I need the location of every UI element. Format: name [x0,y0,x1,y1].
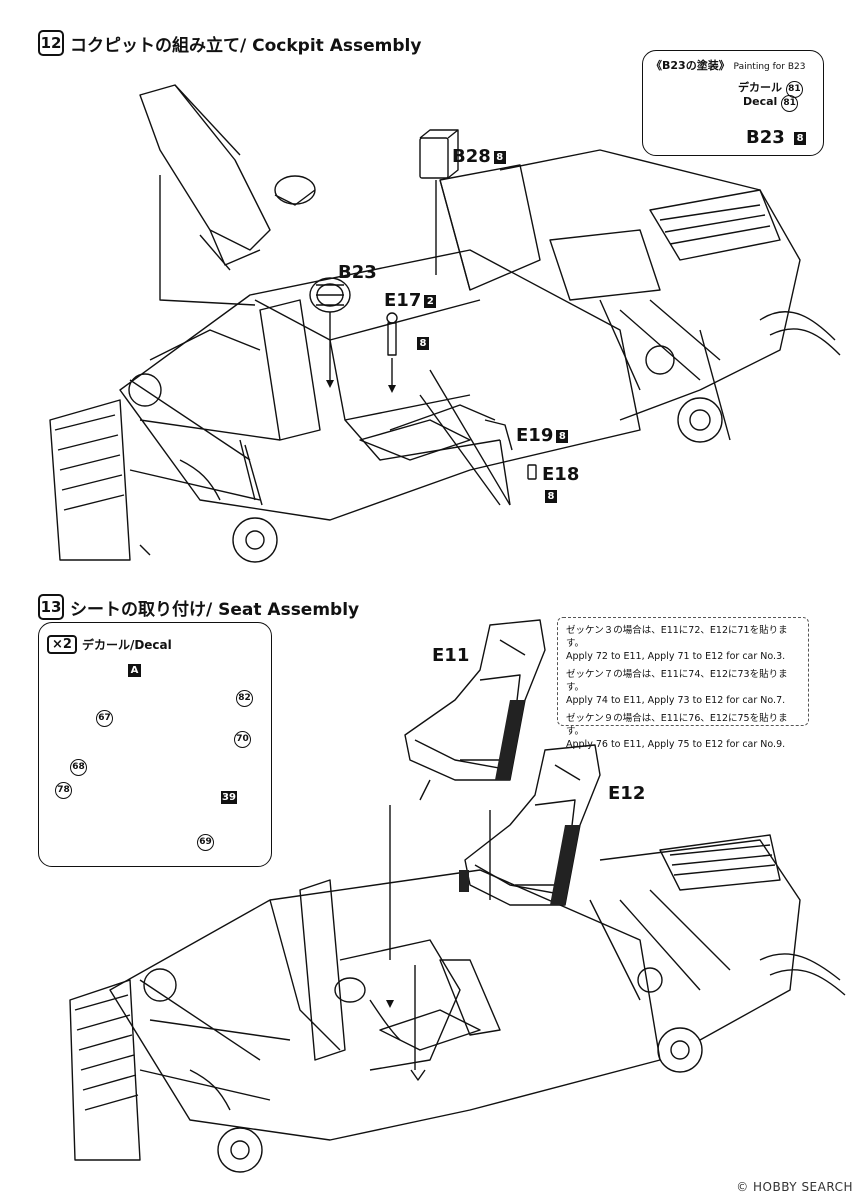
note-2-jp: ゼッケン７の場合は、E11に74、E12に73を貼ります。 [566,669,788,693]
decal-jp-label: デカール [738,81,782,94]
parts-step12 [309,129,537,506]
part-b23-label: B23 [338,262,377,283]
decal-label-67: 67 [96,710,113,727]
decal-label-a: A [128,664,141,677]
e12-fabric [550,825,580,905]
step-13-title: シートの取り付け/ Seat Assembly [70,599,360,620]
decal-number-en: 81 [781,95,799,112]
note-1-jp: ゼッケン３の場合は、E11に72、E12に71を貼ります。 [566,625,788,649]
decal-label-39: 39 [221,791,237,804]
painting-callout-title-en: Painting for B23 [733,62,806,72]
note-2-en: Apply 74 to E11, Apply 73 to E12 for car… [566,695,786,706]
dashboard-part [139,84,316,306]
step-12-title: コクピットの組み立て/ Cockpit Assembly [70,35,422,56]
part-b28-badge: 8 [493,150,506,164]
decal-label-82: 82 [236,690,253,707]
part-e19-badge: 8 [556,429,569,443]
decal-en-label: Decal [743,95,778,108]
note-3-jp: ゼッケン９の場合は、E11に76、E12に75を貼ります。 [566,713,788,737]
part-e17-badge: 2 [424,294,437,308]
decal-label-68: 68 [70,759,87,776]
part-e18-sub: 8 [542,486,557,505]
seat-e12-label: E12 [608,783,646,804]
e12-tab [459,870,469,892]
decal-callout: ×2 デカール/Decal [38,622,272,867]
step-13-number: 13 [38,594,64,620]
step-12-heading: 12 コクピットの組み立て/ Cockpit Assembly [38,30,421,56]
part-b23: B23 [338,262,377,283]
seat-e11-label: E11 [432,645,470,666]
part-e17-sub: 8 [414,333,429,352]
note-1-en: Apply 72 to E11, Apply 71 to E12 for car… [566,651,786,662]
decal-multiplier: ×2 [47,635,77,654]
part-b28-label: B28 [452,146,491,167]
part-e17-sub-badge: 8 [417,337,429,350]
decal-label-70: 70 [234,731,251,748]
part-e18-badge: 8 [545,490,557,503]
seat-chassis [69,834,846,1173]
cockpit-chassis-top [49,149,841,563]
b23-paint-label: B23 [746,127,785,148]
decal-label-69: 69 [197,834,214,851]
seat-e11-drawing [389,619,546,960]
painting-callout-title: 《B23の塗装》 [651,59,730,72]
e11-fabric [495,700,525,780]
step-13-heading: 13 シートの取り付け/ Seat Assembly [38,594,359,620]
part-e17-label: E17 [384,290,422,311]
watermark: © HOBBY SEARCH [736,1180,853,1194]
part-e18: E18 [542,464,579,485]
decal-notes: ゼッケン３の場合は、E11に72、E12に71を貼ります。 Apply 72 t… [557,617,809,750]
step-12-number: 12 [38,30,64,56]
decal-label-78: 78 [55,782,72,799]
b23-paint-badge: 8 [794,131,807,145]
part-e18-label: E18 [542,464,580,485]
note-3-en: Apply 76 to E11, Apply 75 to E12 for car… [566,739,786,750]
decal-callout-title: デカール/Decal [81,638,172,652]
painting-callout: 《B23の塗装》 Painting for B23 デカール 81 Decal … [642,50,824,156]
part-e19-label: E19 [516,425,554,446]
